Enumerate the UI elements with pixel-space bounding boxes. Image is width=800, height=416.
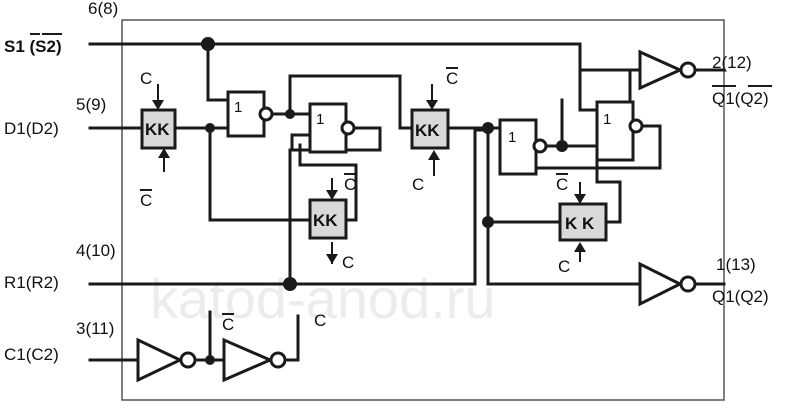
junction-cbar	[205, 355, 215, 365]
pin-c1-number: 3(11)	[76, 319, 114, 338]
inverter-qbar	[638, 49, 684, 91]
pin-r1-number: 4(10)	[76, 241, 116, 260]
junction-kk1	[205, 123, 215, 133]
gate-3	[498, 118, 538, 176]
junction-kk4	[482, 216, 494, 228]
pin-s1-number: 6(8)	[88, 0, 118, 18]
junction-gate3	[556, 140, 568, 152]
gate-4	[595, 100, 635, 162]
pin-q-label: Q1(Q2)	[712, 287, 769, 306]
kk4-cbar-label: C	[556, 175, 568, 194]
pin-d1-number: 5(9)	[76, 95, 106, 114]
wire-c-tap	[286, 314, 300, 362]
pin-c1-label: C1(C2)	[4, 345, 59, 364]
kk3-clock-label: C	[412, 175, 424, 194]
gate-2-bubble	[340, 120, 356, 136]
kk4-clock-arrow	[574, 242, 586, 252]
c-output-label: C	[314, 311, 326, 330]
kk4-clock-label: C	[558, 257, 570, 276]
kk3-cbar-label: C	[446, 69, 458, 88]
inverter-c1-b-bubble	[269, 351, 287, 369]
pin-s1-label: S1 (S2)	[4, 37, 62, 56]
junction-gate1	[285, 109, 295, 119]
wire-s1-to-gate1	[206, 42, 230, 102]
junction-kk3	[482, 122, 494, 134]
inverter-c1-b	[222, 337, 274, 383]
gate-3-bubble	[532, 138, 548, 154]
kk-block-1	[140, 108, 177, 150]
junction-s1	[201, 37, 215, 51]
kk-block-2-label: KK	[313, 211, 338, 230]
wire-kk1-to-kk2	[208, 126, 312, 222]
kk2-clock-label: C	[342, 253, 354, 272]
gate-2	[308, 102, 348, 154]
kk-block-1-label: KK	[145, 120, 170, 139]
cbar-output-label: C	[222, 315, 234, 334]
wire-s1	[88, 42, 642, 72]
pin-r1-label: R1(R2)	[4, 273, 59, 292]
wire-kk3-to-qbuf	[486, 126, 642, 286]
pin-qbar-number: 2(12)	[712, 53, 752, 72]
watermark-text: katod-anod.ru	[150, 267, 496, 330]
kk3-clock-arrow	[428, 150, 440, 160]
kk-block-2	[308, 198, 348, 240]
kk1-clock-label: C	[140, 69, 152, 88]
gate-3-label: 1	[508, 129, 516, 146]
kk4-cbar-arrow	[574, 194, 586, 204]
kk-block-4	[558, 202, 608, 242]
kk-block-3	[410, 108, 450, 150]
junction-r1	[283, 277, 297, 291]
pin-d1-label: D1(D2)	[4, 119, 59, 138]
kk2-cbar-label: C	[344, 175, 356, 194]
kk-block-4-label: K K	[565, 214, 595, 233]
inverter-q	[638, 261, 684, 307]
inverter-c1-a	[136, 337, 184, 383]
wire-s1-to-gate4	[578, 68, 599, 112]
inverter-c1-a-bubble	[179, 351, 197, 369]
wire-kk4-out	[595, 158, 622, 224]
kk-block-3-label: KK	[415, 121, 440, 140]
gate-2-label: 1	[316, 111, 324, 128]
ic-frame	[121, 19, 725, 401]
inverter-q-bubble	[679, 275, 697, 293]
kk1-cbar-label: C	[140, 191, 152, 210]
kk3-cbar-arrow	[426, 100, 438, 110]
kk1-cbar-arrow	[158, 148, 170, 158]
gate-4-label: 1	[603, 111, 611, 128]
gate-1-label: 1	[234, 99, 242, 116]
kk2-clock-arrow	[326, 254, 338, 264]
gate-4-bubble	[628, 118, 644, 134]
wire-gate1-to-kk3	[288, 74, 414, 130]
kk2-cbar-arrow	[326, 190, 338, 200]
gate-1-bubble	[258, 106, 274, 122]
pin-q-number: 1(13)	[716, 255, 756, 274]
kk1-clock-arrow	[152, 100, 164, 110]
inverter-qbar-bubble	[679, 61, 697, 79]
pin-qbar-label: Q1(Q2)	[712, 89, 769, 108]
wire-kk2-out	[298, 143, 358, 222]
